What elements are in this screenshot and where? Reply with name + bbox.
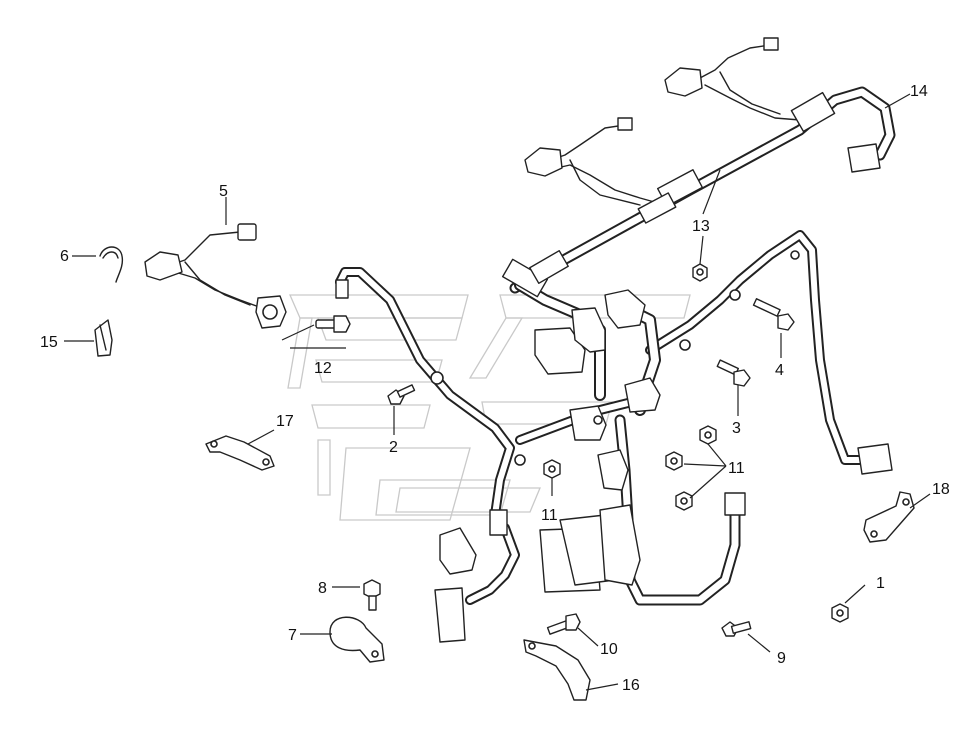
- leader-lines: [64, 93, 931, 691]
- part-5-sensor-pigtail: [144, 223, 287, 329]
- callout-14: 14: [910, 83, 928, 100]
- part-18-bracket: [863, 491, 915, 543]
- part-8-bolt: [363, 579, 381, 611]
- part-10-bolt: [546, 613, 581, 635]
- main-harness: [335, 37, 896, 643]
- callout-6: 6: [60, 248, 69, 265]
- callout-5: 5: [219, 183, 228, 200]
- part-13-nut: [692, 263, 708, 282]
- part-7-p-clip: [329, 616, 385, 663]
- part-17-bracket: [205, 435, 275, 471]
- callout-15: 15: [40, 334, 58, 351]
- callout-16: 16: [622, 677, 640, 694]
- callout-18: 18: [932, 481, 950, 498]
- part-3-bolt: [716, 359, 751, 387]
- callout-4: 4: [775, 362, 784, 379]
- part-4-bolt: [752, 298, 795, 331]
- callout-2: 2: [389, 439, 398, 456]
- part-2-bolt: [387, 384, 416, 405]
- callout-17: 17: [276, 413, 294, 430]
- callout-12: 12: [314, 360, 332, 377]
- callout-3: 3: [732, 420, 741, 437]
- callout-13: 13: [692, 218, 710, 235]
- callout-11b: 11: [541, 507, 558, 524]
- callout-labels: 1 2 3 4 5 6 7 8 9 10 11 11 12 13 14 15 1…: [40, 83, 950, 694]
- callout-9: 9: [777, 650, 786, 667]
- callout-10: 10: [600, 641, 618, 658]
- callout-1: 1: [876, 575, 885, 592]
- callout-7: 7: [288, 627, 297, 644]
- callout-8: 8: [318, 580, 327, 597]
- part-12-bolt: [315, 315, 351, 333]
- part-6-cable-tie: [99, 246, 124, 283]
- part-16-bracket: [523, 639, 591, 701]
- part-11-nuts: [543, 425, 717, 511]
- callout-11a: 11: [728, 460, 745, 477]
- part-1-nut: [831, 603, 849, 623]
- part-9-bolt: [721, 621, 752, 637]
- part-15-clamp: [94, 319, 113, 357]
